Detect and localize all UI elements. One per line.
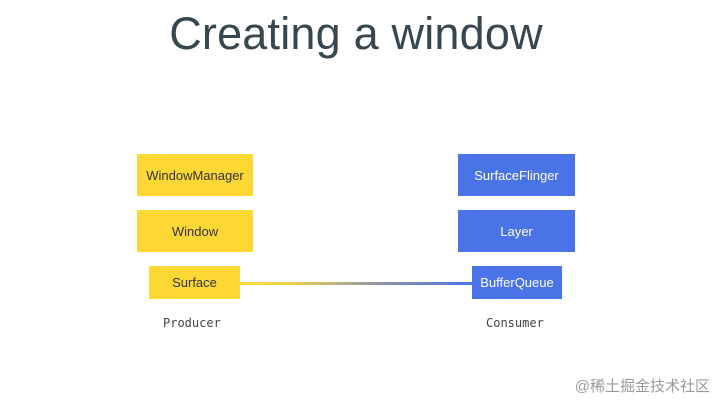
producer-caption: Producer xyxy=(163,316,221,330)
windowmanager-box: WindowManager xyxy=(137,154,253,196)
watermark: @稀土掘金技术社区 xyxy=(574,378,710,395)
surfaceflinger-box: SurfaceFlinger xyxy=(458,154,575,196)
layer-box: Layer xyxy=(458,210,575,252)
window-box: Window xyxy=(137,210,253,252)
slide-title: Creating a window xyxy=(169,8,543,59)
bufferqueue-box: BufferQueue xyxy=(472,266,562,299)
consumer-caption: Consumer xyxy=(486,316,544,330)
surface-box: Surface xyxy=(149,266,240,299)
surface-to-bufferqueue-connector xyxy=(240,282,472,285)
